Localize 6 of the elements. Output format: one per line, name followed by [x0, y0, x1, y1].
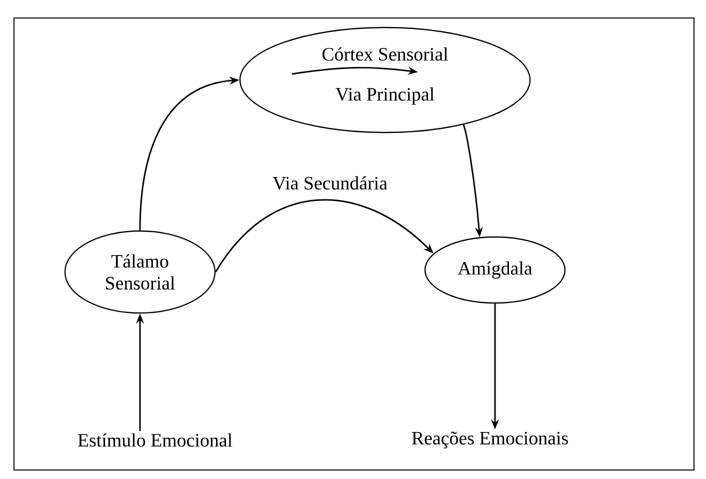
edge-label: Via Secundária — [272, 175, 388, 191]
ellipse-node: Amígdala — [424, 236, 566, 304]
ellipse-node: Córtex Sensorial Via Principal — [239, 26, 531, 134]
node-text: Estímulo Emocional — [78, 433, 232, 447]
ellipse-node: Tálamo Sensorial — [64, 230, 216, 314]
node-text: Reações Emocionais — [412, 432, 568, 448]
